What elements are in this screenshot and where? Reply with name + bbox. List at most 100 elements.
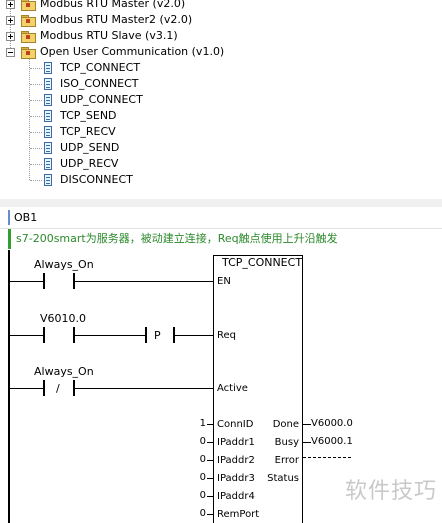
watermark: 软件技巧 [344,479,437,504]
pin-stub [207,442,213,443]
program-block-name: OB1 [14,211,38,224]
instruction-icon [44,142,52,154]
network-comment[interactable]: s7-200smart为服务器，被动建立连接，Req触点使用上升沿触发 [8,229,442,249]
tree-child-label: ISO_CONNECT [60,77,139,90]
pin-active: Active [217,383,248,394]
tree-child-label: TCP_RECV [60,125,116,138]
output-error-empty[interactable] [303,457,351,458]
expand-icon[interactable] [6,0,15,9]
library-folder-icon [21,15,36,27]
param-value[interactable]: 0 [199,454,206,465]
negate-symbol: / [56,382,60,395]
pin-remport: RemPort [217,509,260,520]
pin-stub [303,424,311,425]
network-comment-text: s7-200smart为服务器，被动建立连接，Req触点使用上升沿触发 [16,232,338,245]
contact-left-bar[interactable] [43,273,45,289]
tree-child-label: UDP_SEND [60,141,120,154]
tree-child-label: UDP_CONNECT [60,93,143,106]
tree-item-modbus-rtu-slave[interactable]: Modbus RTU Slave (v3.1) [0,28,300,44]
wire [10,388,43,389]
instruction-icon [44,110,52,122]
instruction-icon [44,158,52,170]
wire [10,335,43,336]
pin-ipaddr1: IPaddr1 [217,437,255,448]
tree-item-modbus-rtu-master2[interactable]: Modbus RTU Master2 (v2.0) [0,12,300,28]
tree-child-disconnect[interactable]: DISCONNECT [0,172,300,188]
contact-right-bar[interactable] [73,380,75,396]
pin-en: EN [217,276,231,287]
pin-stub [303,442,311,443]
instruction-icon [44,174,52,186]
tree-child-iso-connect[interactable]: ISO_CONNECT [0,76,300,92]
collapse-icon[interactable] [6,48,15,57]
param-value[interactable]: 0 [199,472,206,483]
comment-marker [8,229,11,249]
power-rail [8,250,10,523]
instruction-icon [44,126,52,138]
param-value[interactable]: 0 [199,436,206,447]
tree-child-tcp-send[interactable]: TCP_SEND [0,108,300,124]
tree-child-label: TCP_CONNECT [60,61,141,74]
program-block-header[interactable]: OB1 [0,207,442,229]
pin-error: Error [274,455,299,466]
tree-child-udp-connect[interactable]: UDP_CONNECT [0,92,300,108]
positive-edge-symbol: P [154,329,161,342]
wire [75,281,213,282]
pin-done: Done [272,419,299,430]
wire [75,335,145,336]
tree-item-label: Modbus RTU Slave (v3.1) [40,29,178,42]
tree-item-label: Modbus RTU Master2 (v2.0) [40,13,193,26]
contact-right-bar[interactable] [73,273,75,289]
instruction-icon [44,62,52,74]
tree-child-udp-send[interactable]: UDP_SEND [0,140,300,156]
pin-stub [207,478,213,479]
tree-child-tcp-connect[interactable]: TCP_CONNECT [0,60,300,76]
block-title: TCP_CONNECT [222,256,303,269]
library-folder-icon [21,47,36,59]
tree-child-tcp-recv[interactable]: TCP_RECV [0,124,300,140]
pin-ipaddr2: IPaddr2 [217,455,255,466]
instruction-tree: Modbus RTU Master (v2.0) Modbus RTU Mast… [0,0,442,200]
wire [75,388,213,389]
header-marker [8,210,10,225]
tree-item-label: Modbus RTU Master (v2.0) [40,0,186,10]
contact-label: Always_On [34,365,94,378]
wire [10,281,43,282]
pin-stub [207,496,213,497]
output-done-value[interactable]: V6000.0 [311,418,353,429]
contact-label: V6010.0 [40,312,87,325]
pin-stub [207,424,213,425]
tree-child-label: TCP_SEND [60,109,117,122]
library-folder-icon [21,31,36,43]
tree-child-udp-recv[interactable]: UDP_RECV [0,156,300,172]
instruction-icon [44,78,52,90]
pin-status: Status [267,473,299,484]
tree-item-modbus-rtu-master[interactable]: Modbus RTU Master (v2.0) [0,0,300,12]
tree-child-label: DISCONNECT [60,173,133,186]
pin-stub [207,514,213,515]
contact-left-bar[interactable] [43,380,45,396]
expand-icon[interactable] [6,32,15,41]
wire [175,335,213,336]
tcp-connect-block[interactable]: TCP_CONNECT EN Req Active ConnID IPaddr1… [213,255,303,523]
param-value[interactable]: 0 [199,490,206,501]
pin-stub [207,460,213,461]
output-busy-value[interactable]: V6000.1 [311,436,353,447]
tree-item-open-user-communication[interactable]: Open User Communication (v1.0) [0,44,300,60]
param-value[interactable]: 0 [199,508,206,519]
pin-ipaddr3: IPaddr3 [217,473,255,484]
param-value[interactable]: 1 [199,418,206,429]
edge-contact-left-bar[interactable] [145,327,147,343]
tree-trunk-line [10,0,11,52]
contact-right-bar[interactable] [73,327,75,343]
edge-contact-right-bar[interactable] [173,327,175,343]
pin-req: Req [217,330,236,341]
panel-separator [0,199,442,207]
tree-item-label: Open User Communication (v1.0) [40,45,225,58]
contact-label: Always_On [34,258,94,271]
pin-ipaddr4: IPaddr4 [217,491,255,502]
tree-branch-line [29,56,30,180]
expand-icon[interactable] [6,16,15,25]
contact-left-bar[interactable] [43,327,45,343]
pin-connid: ConnID [217,419,254,430]
